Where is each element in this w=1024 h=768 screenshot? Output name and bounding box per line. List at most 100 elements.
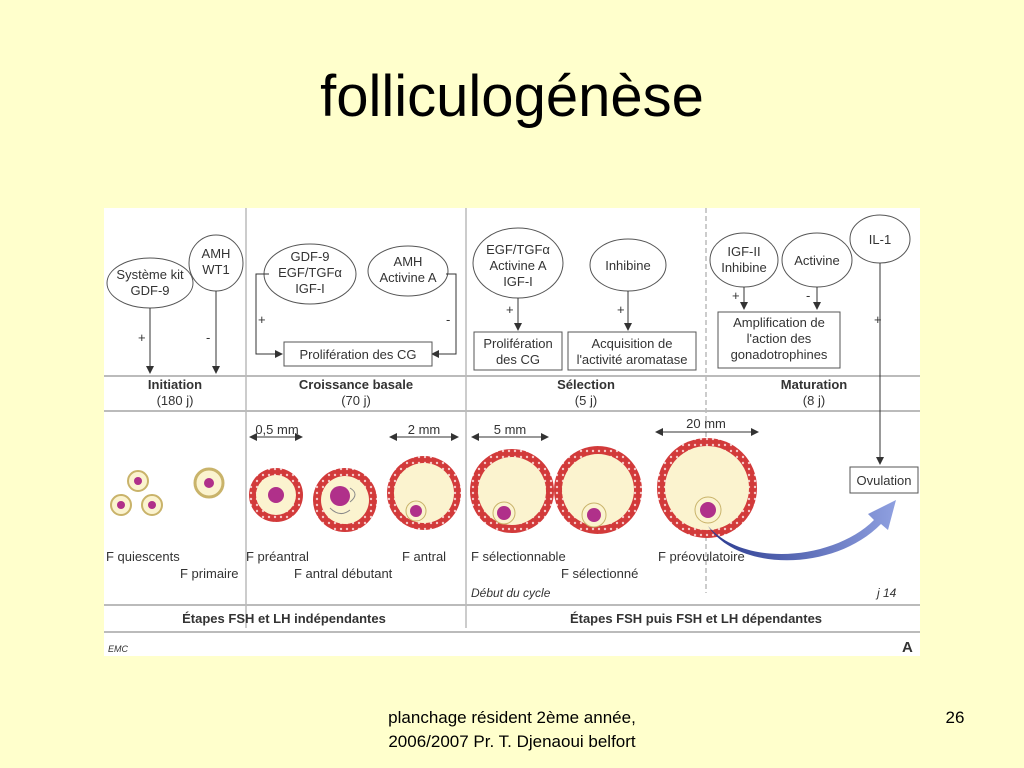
source-mark: EMC [108,644,129,654]
sign-plus-6: + [874,312,882,327]
activine-a-label-2: Activine A [489,258,546,273]
process-box-labels: Prolifération des CG Prolifération des C… [299,315,911,488]
stage-dependent: Étapes FSH puis FSH et LH dépendantes [570,611,822,626]
follicles [110,438,757,538]
arrow-amh-activine [431,273,457,358]
process-boxes [283,311,919,494]
box-ovulation [849,466,919,494]
igf1-label: IGF-I [295,281,325,296]
box-amplification [717,311,841,369]
factor-labels: Système kit GDF-9 AMH WT1 GDF-9 EGF/TGFα… [116,232,891,298]
phase-selection: Sélection [557,377,615,392]
sign-minus-1: - [206,330,210,345]
box-prolif-cg-sel [473,331,563,371]
inhibine-label: Inhibine [605,258,651,273]
follicle-quiescent-1 [127,470,149,492]
label-f-preovulatoire: F préovulatoire [658,549,745,564]
label-f-primaire: F primaire [180,566,239,581]
ovulation-label: Ovulation [857,473,912,488]
follicle-preantral [249,468,303,522]
footer-line-1: planchage résident 2ème année, [388,708,636,727]
label-debut-cycle: Début du cycle [471,586,551,600]
size-labels: 0,5 mm 2 mm 5 mm 20 mm [255,416,726,437]
phase-initiation: Initiation [148,377,202,392]
follicle-antral [387,456,461,530]
label-f-selectionnable: F sélectionnable [471,549,566,564]
sign-plus-2: + [258,312,266,327]
follicle-preovulatoire [657,438,757,538]
amh-label-2: AMH [394,254,423,269]
stage-independent: Étapes FSH et LH indépendantes [182,611,386,626]
size-indicators [249,428,759,441]
sign-minus-2: - [446,312,450,327]
regulation-arrows [146,263,884,465]
size-05mm: 0,5 mm [255,422,298,437]
prolif-cg-basal-label: Prolifération des CG [299,347,416,362]
phase-croissance: Croissance basale [299,377,413,392]
systeme-kit-gdf9-label: GDF-9 [131,283,170,298]
igf1-label-2: IGF-I [503,274,533,289]
amplification-label-1: Amplification de [733,315,825,330]
inhibine-label-2: Inhibine [721,260,767,275]
grid-lines [104,208,920,633]
phase-croissance-duration: (70 j) [341,393,371,408]
activine-a-label: Activine A [379,270,436,285]
amh-label: AMH [202,246,231,261]
box-prolif-cg-basal [283,341,433,367]
ovulation-arrow [708,500,896,561]
signs: + - + - + + + - + [138,288,882,345]
arrow-gdf9 [255,273,283,358]
sign-plus-5: + [732,288,740,303]
phase-initiation-duration: (180 j) [157,393,194,408]
systeme-kit-label: Système kit [116,267,184,282]
activine-label: Activine [794,253,840,268]
label-f-selectionne: F sélectionné [561,566,638,581]
label-j14: j 14 [875,586,897,600]
label-f-quiescents: F quiescents [106,549,180,564]
follicle-antral-debutant [313,468,377,532]
size-5mm: 5 mm [494,422,527,437]
egf-tgf-label: EGF/TGFα [278,265,342,280]
label-f-antral-debutant: F antral débutant [294,566,393,581]
panel-letter: A [902,639,913,656]
egf-tgf-label-2: EGF/TGFα [486,242,550,257]
size-2mm: 2 mm [408,422,441,437]
box-acquisition [567,331,697,371]
sign-minus-3: - [806,288,810,303]
slide-title: folliculogénèse [320,64,704,129]
footer-line-2: 2006/2007 Pr. T. Djenaoui belfort [388,732,636,751]
slide-footer: planchage résident 2ème année, 2006/2007… [312,706,712,754]
igf2-label: IGF-II [727,244,760,259]
prolif-cg-sel-label-2: des CG [496,352,540,367]
sign-plus-3: + [506,302,514,317]
follicle-selectionne [554,446,642,534]
sign-plus-1: + [138,330,146,345]
phase-maturation: Maturation [781,377,848,392]
size-20mm: 20 mm [686,416,726,431]
label-f-antral: F antral [402,549,446,564]
gdf9-label: GDF-9 [291,249,330,264]
sign-plus-4: + [617,302,625,317]
figure-svg: Système kit GDF-9 AMH WT1 GDF-9 EGF/TGFα… [104,208,920,656]
stage-bar: Étapes FSH et LH indépendantes Étapes FS… [182,611,822,626]
phase-selection-duration: (5 j) [575,393,597,408]
amplification-label-3: gonadotrophines [731,347,828,362]
ellipse-amh-activine [367,245,449,297]
amplification-label-2: l'action des [747,331,812,346]
acquisition-label-2: l'activité aromatase [577,352,688,367]
folliculogenesis-figure: Système kit GDF-9 AMH WT1 GDF-9 EGF/TGFα… [104,208,920,656]
follicle-quiescent-2 [110,494,132,516]
phase-headers: Initiation (180 j) Croissance basale (70… [148,377,847,408]
wt1-label: WT1 [202,262,229,277]
il1-label: IL-1 [869,232,891,247]
follicle-selectionnable [470,449,554,533]
follicle-primaire [193,467,225,499]
acquisition-label-1: Acquisition de [592,336,673,351]
phase-maturation-duration: (8 j) [803,393,825,408]
page-number: 26 [945,708,965,727]
follicle-labels: F quiescents F primaire F préantral F an… [106,549,897,600]
label-f-preantral: F préantral [246,549,309,564]
prolif-cg-sel-label-1: Prolifération [483,336,552,351]
factor-ellipses [106,214,911,309]
follicle-quiescent-3 [141,494,163,516]
